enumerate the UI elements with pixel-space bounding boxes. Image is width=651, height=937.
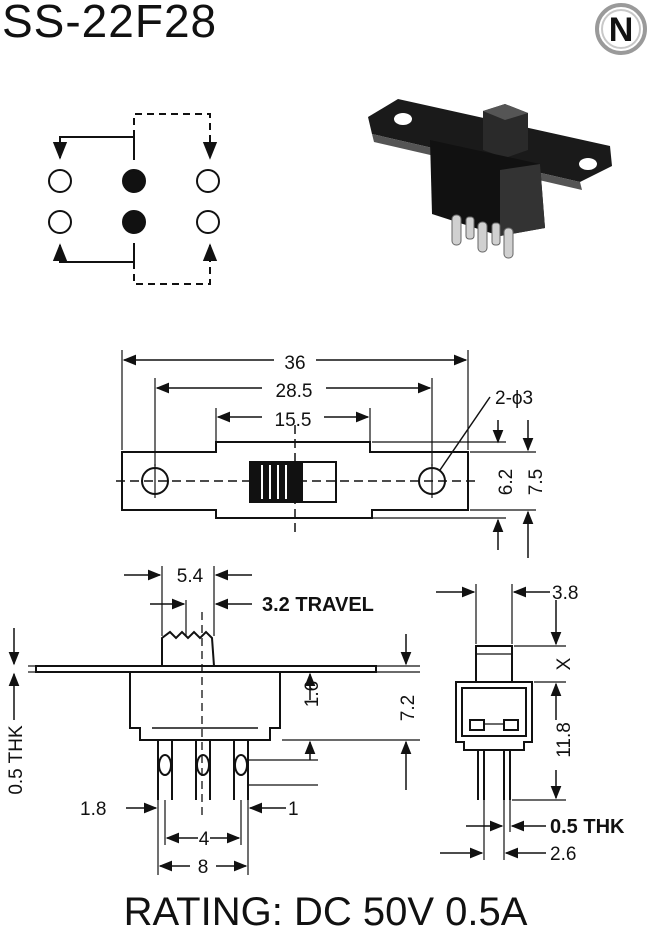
dim-length: 36 — [284, 353, 305, 374]
dim-window: 15.5 — [275, 410, 312, 431]
dim-side-pin-spacing: 2.6 — [550, 844, 576, 865]
dim-side-actuator-height: X — [554, 657, 575, 670]
dim-hole-spacing: 28.5 — [276, 381, 313, 402]
terminal-right-top — [196, 169, 220, 193]
front-pins — [157, 740, 249, 800]
side-view — [436, 584, 566, 860]
model-title: SS-22F28 — [2, 0, 218, 47]
product-isometric-view — [368, 99, 612, 259]
dim-body-depth: 1.6 — [302, 681, 323, 707]
dim-travel: 3.2 TRAVEL — [262, 594, 374, 616]
dim-height-outer: 7.5 — [526, 469, 547, 495]
terminal-left-top — [48, 169, 72, 193]
brand-logo: N — [595, 3, 647, 55]
top-view — [116, 350, 536, 558]
circuit-diagram — [48, 113, 220, 285]
side-body — [455, 681, 533, 751]
dim-pin-width: 1.8 — [80, 799, 106, 820]
terminal-common-top — [122, 169, 146, 193]
front-body — [129, 672, 281, 741]
dim-flange-thk: 0.5 THK — [6, 725, 27, 795]
front-view — [8, 566, 420, 875]
logo-letter: N — [609, 11, 634, 49]
dim-side-body-height: 11.8 — [554, 722, 575, 758]
dim-pin-pitch: 4 — [199, 829, 210, 850]
dim-height-inner: 6.2 — [496, 469, 517, 495]
dim-overall-height: 7.2 — [398, 695, 419, 721]
front-actuator — [161, 630, 215, 667]
rating-label: RATING: DC 50V 0.5A — [123, 890, 528, 934]
slider-knob — [251, 462, 303, 502]
terminal-common-bottom — [122, 210, 146, 234]
terminal-right-bottom — [196, 210, 220, 234]
dim-pin-thickness: 1 — [288, 799, 299, 820]
dim-side-pin-thk: 0.5 THK — [550, 816, 625, 838]
terminal-left-bottom — [48, 210, 72, 234]
label-holes: 2-ϕ3 — [495, 388, 533, 409]
dim-pin-span: 8 — [198, 857, 209, 878]
side-actuator — [475, 645, 513, 683]
dim-side-actuator-width: 3.8 — [552, 583, 578, 604]
dim-actuator-width: 5.4 — [177, 566, 204, 587]
